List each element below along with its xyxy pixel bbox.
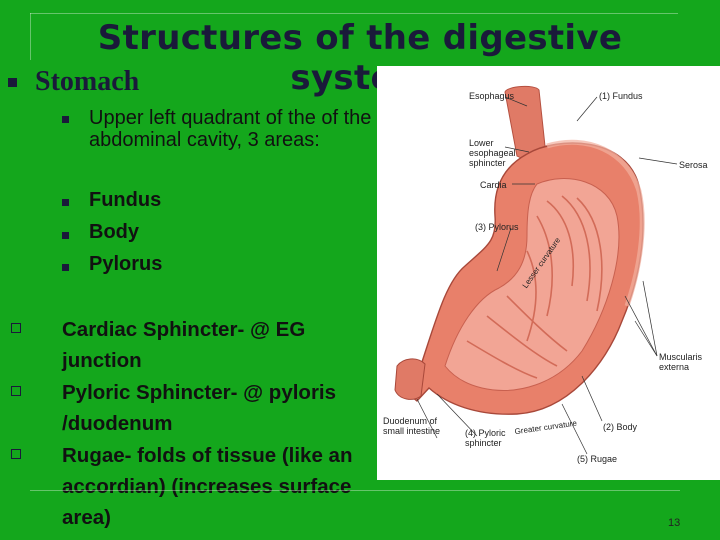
pylorus-label: (3) Pylorus	[475, 222, 519, 232]
rugae-label: (5) Rugae	[577, 454, 618, 464]
small-square-bullet-icon	[62, 116, 69, 123]
serosa-label: Serosa	[679, 160, 708, 170]
pyloric-sphincter-label: (4) Pyloric sphincter	[465, 428, 506, 448]
bullet-text: Rugae- folds of tissue (like an accordia…	[62, 444, 353, 529]
hollow-square-bullet-icon	[11, 323, 21, 333]
les-label: Lower esophageal sphincter	[469, 138, 516, 168]
heading-stomach: Stomach	[35, 66, 140, 97]
square-bullet-icon	[8, 78, 17, 87]
sub-bullet-text: Pylorus	[89, 253, 163, 275]
sub-bullet-text: Fundus	[89, 189, 162, 211]
fundus-label: (1) Fundus	[599, 91, 643, 101]
sub-bullet-text: Upper left quadrant of the of the abdomi…	[89, 107, 372, 151]
duodenum-label: Duodenum of small intestine	[383, 416, 441, 436]
sub-bullet-text: Body	[89, 221, 139, 243]
stomach-diagram: Lesser curvature Greater curvature Esoph…	[377, 66, 720, 480]
stomach-illustration: Lesser curvature Greater curvature	[394, 85, 678, 455]
bullet-text: Cardiac Sphincter- @ EG junction	[62, 318, 306, 372]
slide-title: Structures of the digestive system	[97, 18, 623, 98]
small-square-bullet-icon	[62, 232, 69, 239]
esophagus-label: Esophagus	[469, 91, 515, 101]
cardia-label: Cardia	[480, 180, 507, 190]
hollow-square-bullet-icon	[11, 449, 21, 459]
greater-curvature-label: Greater curvature	[514, 419, 578, 437]
small-square-bullet-icon	[62, 199, 69, 206]
hollow-square-bullet-icon	[11, 386, 21, 396]
muscularis-label: Muscularis externa	[659, 352, 703, 372]
body-label: (2) Body	[603, 422, 638, 432]
title-frame-left	[30, 13, 31, 60]
title-frame-top	[30, 13, 678, 14]
bullet-text: Pyloric Sphincter- @ pyloris /duodenum	[62, 381, 337, 435]
small-square-bullet-icon	[62, 264, 69, 271]
footer-rule	[30, 490, 680, 491]
page-number: 13	[668, 517, 681, 529]
